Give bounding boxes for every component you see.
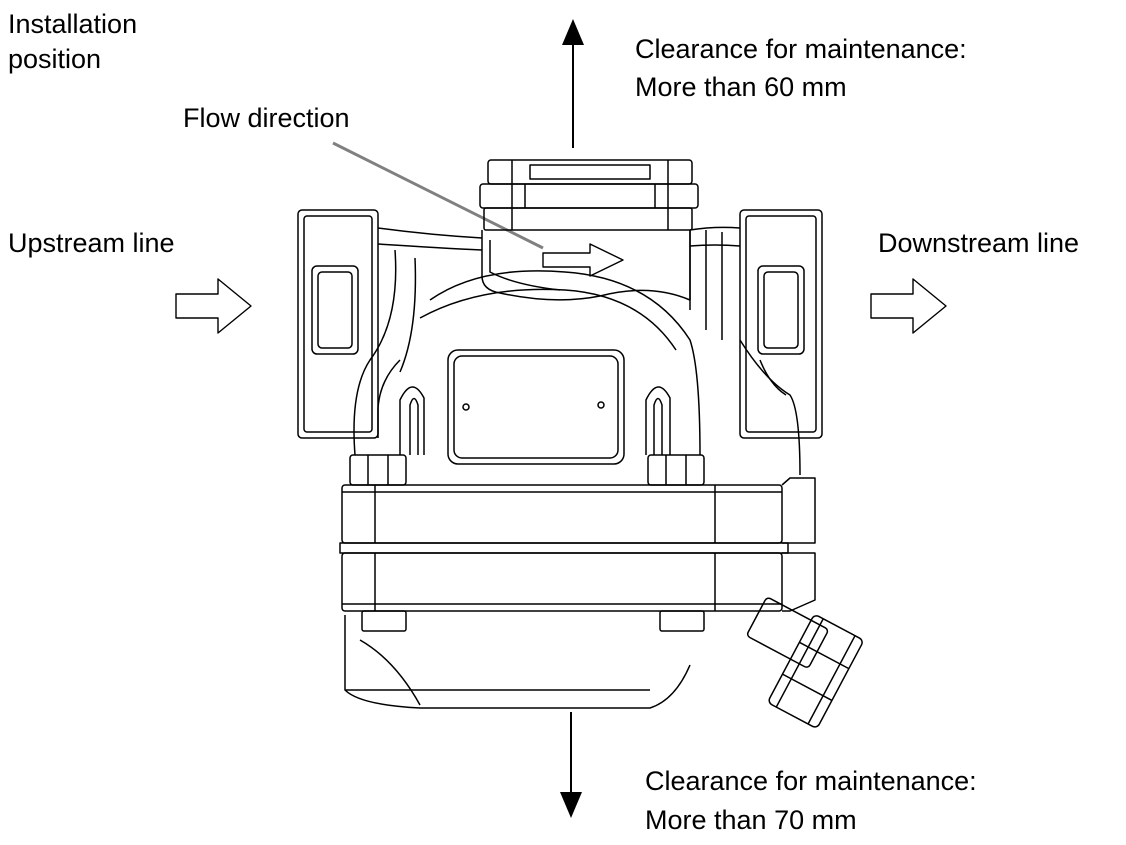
top-clearance-arrow (562, 19, 584, 148)
flow-direction-label: Flow direction (183, 103, 350, 133)
clearance-top-line2: More than 60 mm (635, 72, 847, 102)
valve-body (297, 159, 863, 728)
upstream-arrow-icon (175, 278, 252, 334)
installation-title-line1: Installation (8, 9, 138, 39)
bottom-clearance-arrow (560, 712, 582, 818)
clearance-bottom-line2: More than 70 mm (645, 805, 857, 835)
upstream-line-label: Upstream line (8, 228, 175, 258)
installation-title-line2: position (8, 44, 102, 74)
clearance-top-line1: Clearance for maintenance: (635, 34, 967, 64)
downstream-line-label: Downstream line (878, 228, 1080, 258)
downstream-arrow-icon (870, 278, 947, 334)
clearance-bottom-line1: Clearance for maintenance: (645, 766, 977, 796)
flow-direction-arrow-icon (542, 243, 624, 277)
